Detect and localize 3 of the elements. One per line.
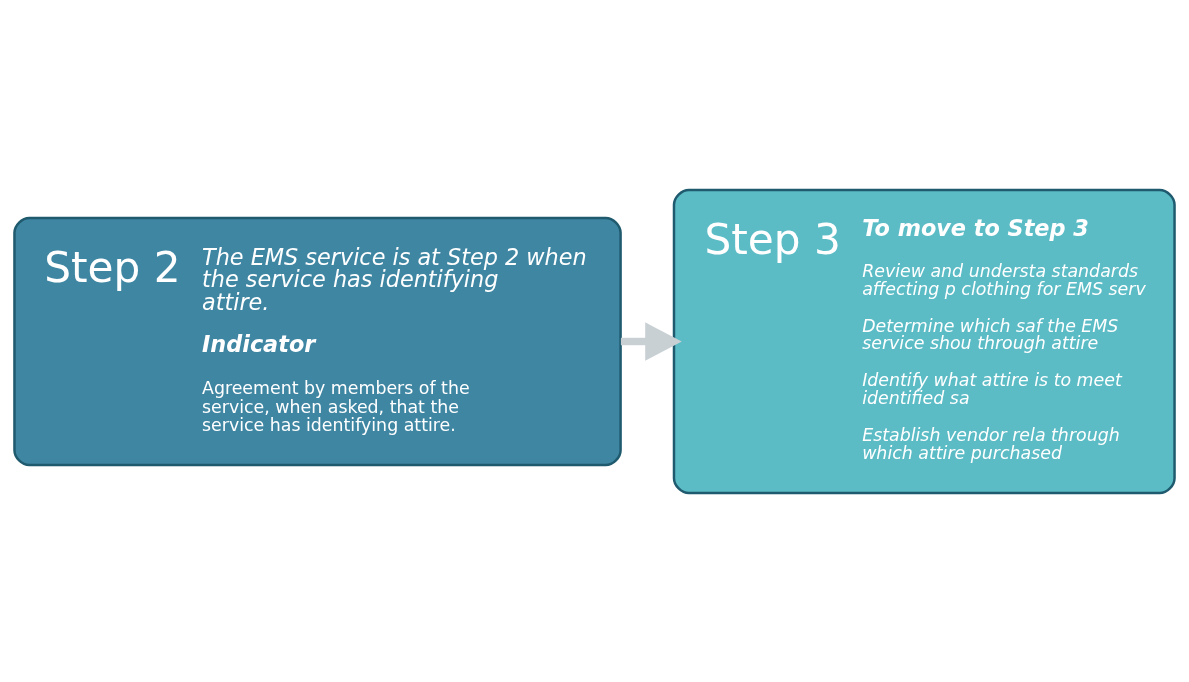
node-box: Step 3 To move to Step 3 Review and understa standards affecting p clothing for EMS serv Determine which saf the EMS service shou through attire Identify what attire is to meet identified sa Establish vendor rela through which attire purchased	[672, 188, 1176, 494]
arrow	[620, 321, 682, 361]
node-box: Step 2 The EMS service is at Step 2 when the service has identifying attire. Indicator Agreement by members of the service, when asked, that the service has identifying attire.	[13, 216, 622, 466]
